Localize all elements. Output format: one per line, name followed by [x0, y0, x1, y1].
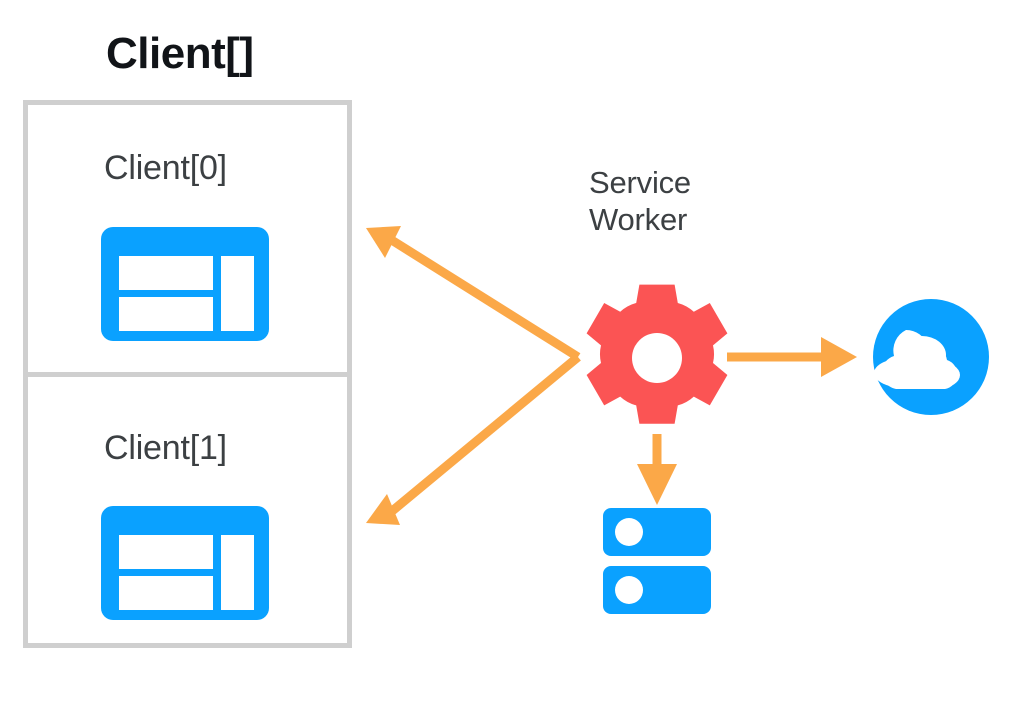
service-worker-label-line1: Service [589, 165, 691, 200]
client-1-window-icon [101, 506, 269, 620]
client-1-label: Client[1] [104, 429, 227, 467]
client-0-label: Client[0] [104, 149, 227, 187]
arrow-sw-to-client-1 [366, 353, 581, 525]
service-worker-label-line2: Worker [589, 201, 688, 237]
client-0-window-icon [101, 227, 269, 341]
arrow-sw-to-client-0 [366, 226, 581, 361]
gear-icon [586, 284, 728, 424]
database-icon [603, 508, 711, 614]
arrow-sw-to-storage [637, 434, 677, 505]
cloud-icon [873, 299, 989, 415]
arrow-sw-to-cloud [727, 337, 857, 377]
page-title: Client[] [106, 29, 254, 78]
